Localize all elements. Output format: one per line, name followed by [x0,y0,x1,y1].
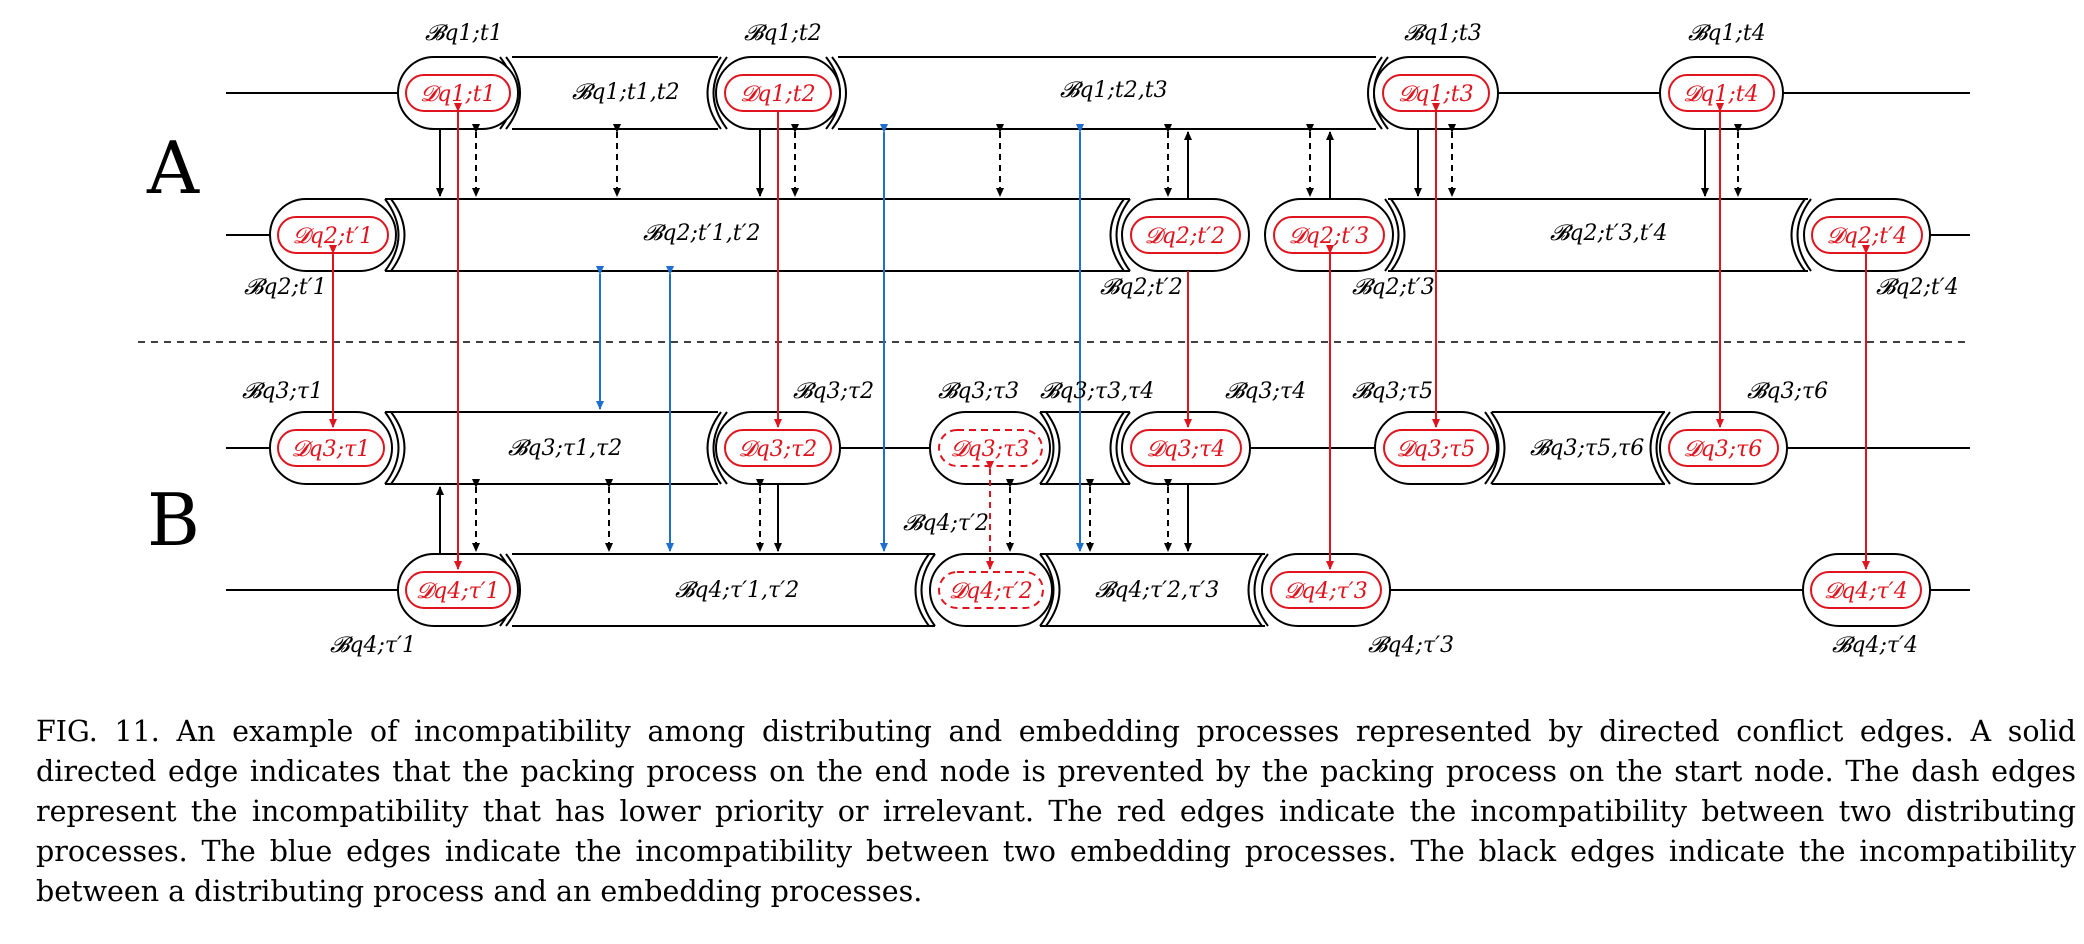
block-q3-tau6: 𝓑q3;τ6 [1747,379,1828,404]
block-q3-tau2: 𝓑q3;τ2 [793,379,874,404]
block-q2-t3p-t4p: 𝓑q2;t′3,t′4 [1550,221,1668,246]
row-q2 [226,198,1970,272]
distributing-nodes [277,74,1923,609]
node-d-q1-t3: 𝓓q1;t3 [1398,82,1473,107]
node-d-q3-tau2: 𝓓q3;τ2 [739,437,818,462]
conflict-edges [329,103,1870,570]
block-q1-t1: 𝓑q1;t1 [425,21,503,46]
block-q4-tau2p-tau3p: 𝓑q4;τ′2,τ′3 [1095,578,1219,603]
block-q3-tau5: 𝓑q3;τ5 [1352,379,1433,404]
block-q1-t3: 𝓑q1;t3 [1404,21,1482,46]
block-q1-t2: 𝓑q1;t2 [744,21,822,46]
block-q4-tau3p: 𝓑q4;τ′3 [1368,633,1454,658]
node-d-q2-t4p: 𝓓q2;t′4 [1827,224,1907,249]
node-d-q1-t4: 𝓓q1;t4 [1683,82,1758,107]
incompatibility-diagram: A B [138,21,1970,658]
block-q2-t2p: 𝓑q2;t′2 [1100,275,1183,300]
node-d-q3-tau4: 𝓓q3;τ4 [1147,437,1226,462]
block-q4-tau2p: 𝓑q4;τ′2 [903,511,989,536]
node-d-q2-t2p: 𝓓q2;t′2 [1145,224,1225,249]
block-q1-t1-t2: 𝓑q1;t1,t2 [572,80,680,105]
node-d-q1-t1: 𝓓q1;t1 [420,82,495,107]
block-q2-t1p: 𝓑q2;t′1 [244,275,327,300]
block-q2-t4p: 𝓑q2;t′4 [1876,275,1959,300]
block-q3-tau4: 𝓑q3;τ4 [1225,379,1306,404]
node-d-q4-tau1p: 𝓓q4;τ′1 [416,579,500,604]
block-q2-t3p: 𝓑q2;t′3 [1352,275,1435,300]
block-q3-tau3-tau4: 𝓑q3;τ3,τ4 [1040,379,1154,404]
panel-label-b: B [147,478,200,562]
node-d-q2-t3p: 𝓓q2;t′3 [1289,224,1369,249]
block-q1-t2-t3: 𝓑q1;t2,t3 [1060,78,1168,103]
node-d-q3-tau1: 𝓓q3;τ1 [292,437,371,462]
block-q2-t1p-t2p: 𝓑q2;t′1,t′2 [643,221,761,246]
block-q4-tau1p: 𝓑q4;τ′1 [330,633,416,658]
block-q4-tau4p: 𝓑q4;τ′4 [1832,633,1918,658]
node-d-q4-tau2p: 𝓓q4;τ′2 [949,579,1033,604]
figure-caption: FIG. 11. An example of incompatibility a… [36,715,2076,908]
node-d-q3-tau5: 𝓓q3;τ5 [1397,437,1476,462]
node-d-q3-tau3: 𝓓q3;τ3 [951,437,1030,462]
block-q4-tau1p-tau2p: 𝓑q4;τ′1,τ′2 [675,578,799,603]
block-q3-tau3: 𝓑q3;τ3 [938,379,1019,404]
block-q1-t4: 𝓑q1;t4 [1688,21,1766,46]
node-d-q4-tau3p: 𝓓q4;τ′3 [1284,579,1368,604]
node-d-q4-tau4p: 𝓓q4;τ′4 [1824,579,1908,604]
panel-label-a: A [146,126,200,210]
node-d-q3-tau6: 𝓓q3;τ6 [1684,437,1763,462]
block-q3-tau5-tau6: 𝓑q3;τ5,τ6 [1530,436,1644,461]
node-d-q2-t1p: 𝓓q2;t′1 [293,224,373,249]
block-q3-tau1: 𝓑q3;τ1 [242,379,323,404]
node-d-q1-t2: 𝓓q1;t2 [740,82,815,107]
block-q3-tau1-tau2: 𝓑q3;τ1,τ2 [508,436,622,461]
